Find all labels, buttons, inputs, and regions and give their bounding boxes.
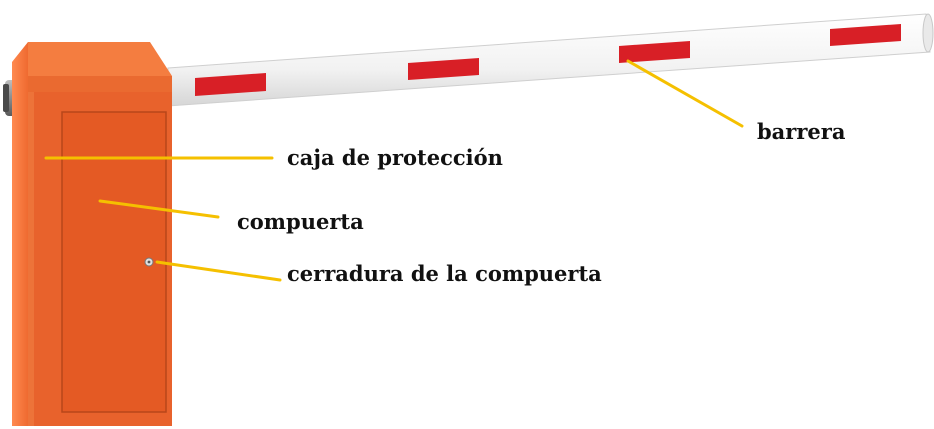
- arm-end-cap: [922, 13, 934, 53]
- barrier-arm: [167, 13, 934, 107]
- housing-lid-front: [28, 76, 172, 92]
- label-cerradura-de-la-compuerta: cerradura de la compuerta: [287, 261, 602, 286]
- label-caja-de-proteccion: caja de protección: [287, 145, 503, 170]
- leader-cerradura: [155, 260, 282, 282]
- housing-top: [28, 42, 172, 76]
- leader-barrera: [626, 59, 744, 128]
- arm-stripe: [408, 58, 479, 80]
- leader-compuerta: [98, 199, 220, 219]
- label-barrera: barrera: [757, 119, 846, 144]
- arm-body: [167, 13, 931, 107]
- label-compuerta: compuerta: [237, 209, 364, 234]
- arm-stripe: [830, 24, 901, 46]
- arm-stripe: [195, 73, 266, 96]
- leader-lines: [44, 59, 744, 282]
- arm-stripe: [619, 41, 690, 63]
- housing-side: [12, 42, 28, 426]
- housing: [12, 42, 172, 426]
